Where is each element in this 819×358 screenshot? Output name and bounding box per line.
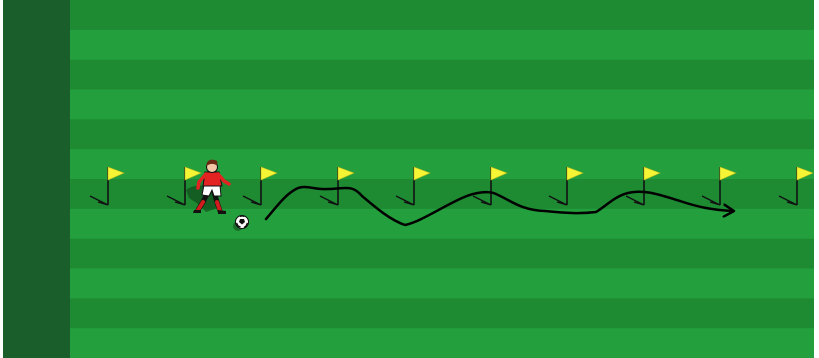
pitch-stripe <box>0 119 819 149</box>
pitch-stripe <box>0 0 819 30</box>
pitch-sideline <box>0 0 70 358</box>
pitch-stripe <box>0 298 819 328</box>
pitch-stripe <box>0 328 819 358</box>
ball-panel <box>240 216 245 217</box>
player-sock-front <box>217 202 220 211</box>
pitch-stripe <box>0 239 819 269</box>
pitch-stripe <box>0 30 819 60</box>
pitch-right-edge <box>814 0 819 358</box>
pitch-stripe <box>0 90 819 120</box>
pitch-stripe <box>0 269 819 299</box>
pitch-stripe <box>0 60 819 90</box>
player-boot-back <box>193 210 201 213</box>
pitch-left-edge <box>0 0 3 358</box>
pitch-stripe <box>0 149 819 179</box>
